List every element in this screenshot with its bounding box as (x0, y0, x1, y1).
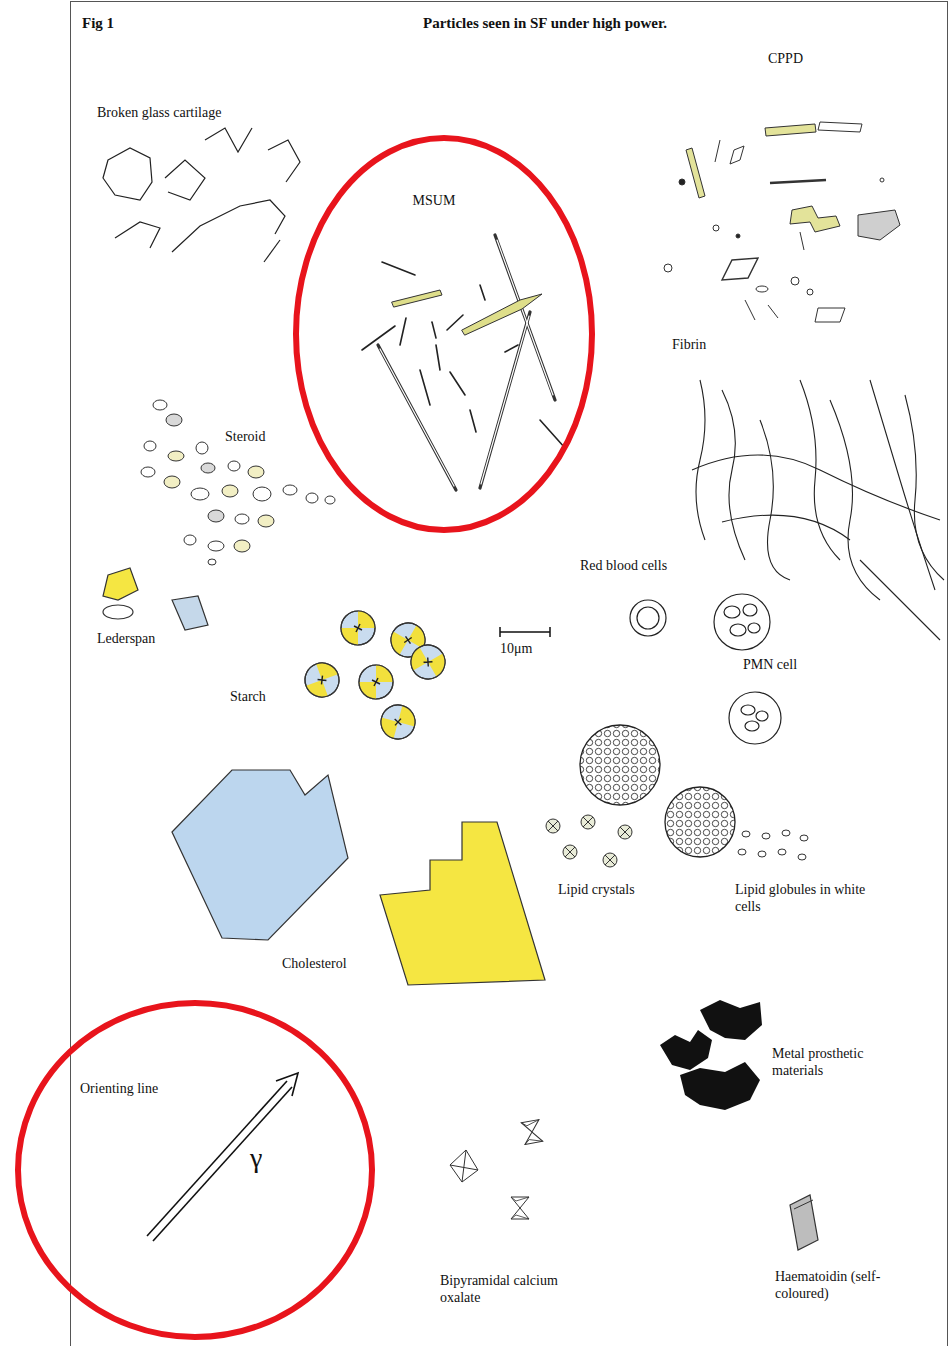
particle-label: PMN cell (743, 656, 797, 673)
particle-label: Broken glass cartilage (97, 104, 221, 121)
figure-title: Particles seen in SF under high power. (330, 14, 760, 33)
particle-label: Lederspan (97, 630, 155, 647)
particle-label: Haematoidin (self-coloured) (775, 1268, 893, 1302)
crystal-label: MSUM (293, 192, 575, 209)
figure-number: Fig 1 (82, 14, 114, 33)
particle-label: Lipid crystals (558, 881, 635, 898)
particle-label: Metal prosthetic materials (772, 1045, 897, 1079)
particle-label: Red blood cells (580, 557, 667, 574)
particle-label: Starch (230, 688, 266, 705)
highlight-ring: Orienting line γ (15, 1000, 375, 1340)
particle-label: Fibrin (672, 336, 706, 353)
ring-ellipse (18, 1003, 372, 1337)
particle-label: Cholesterol (282, 955, 347, 972)
particle-label: CPPD (768, 50, 803, 67)
particle-label: Lipid globules in white cells (735, 881, 885, 915)
particle-label: Bipyramidal calcium oxalate (440, 1272, 558, 1306)
scale-label: 10μm (500, 640, 532, 657)
gamma-symbol: γ (250, 1142, 262, 1174)
particle-label: Steroid (225, 428, 265, 445)
highlight-ring: MSUM (293, 135, 595, 533)
orienting-label: Orienting line (80, 1080, 158, 1097)
ring-outline (15, 1000, 375, 1340)
